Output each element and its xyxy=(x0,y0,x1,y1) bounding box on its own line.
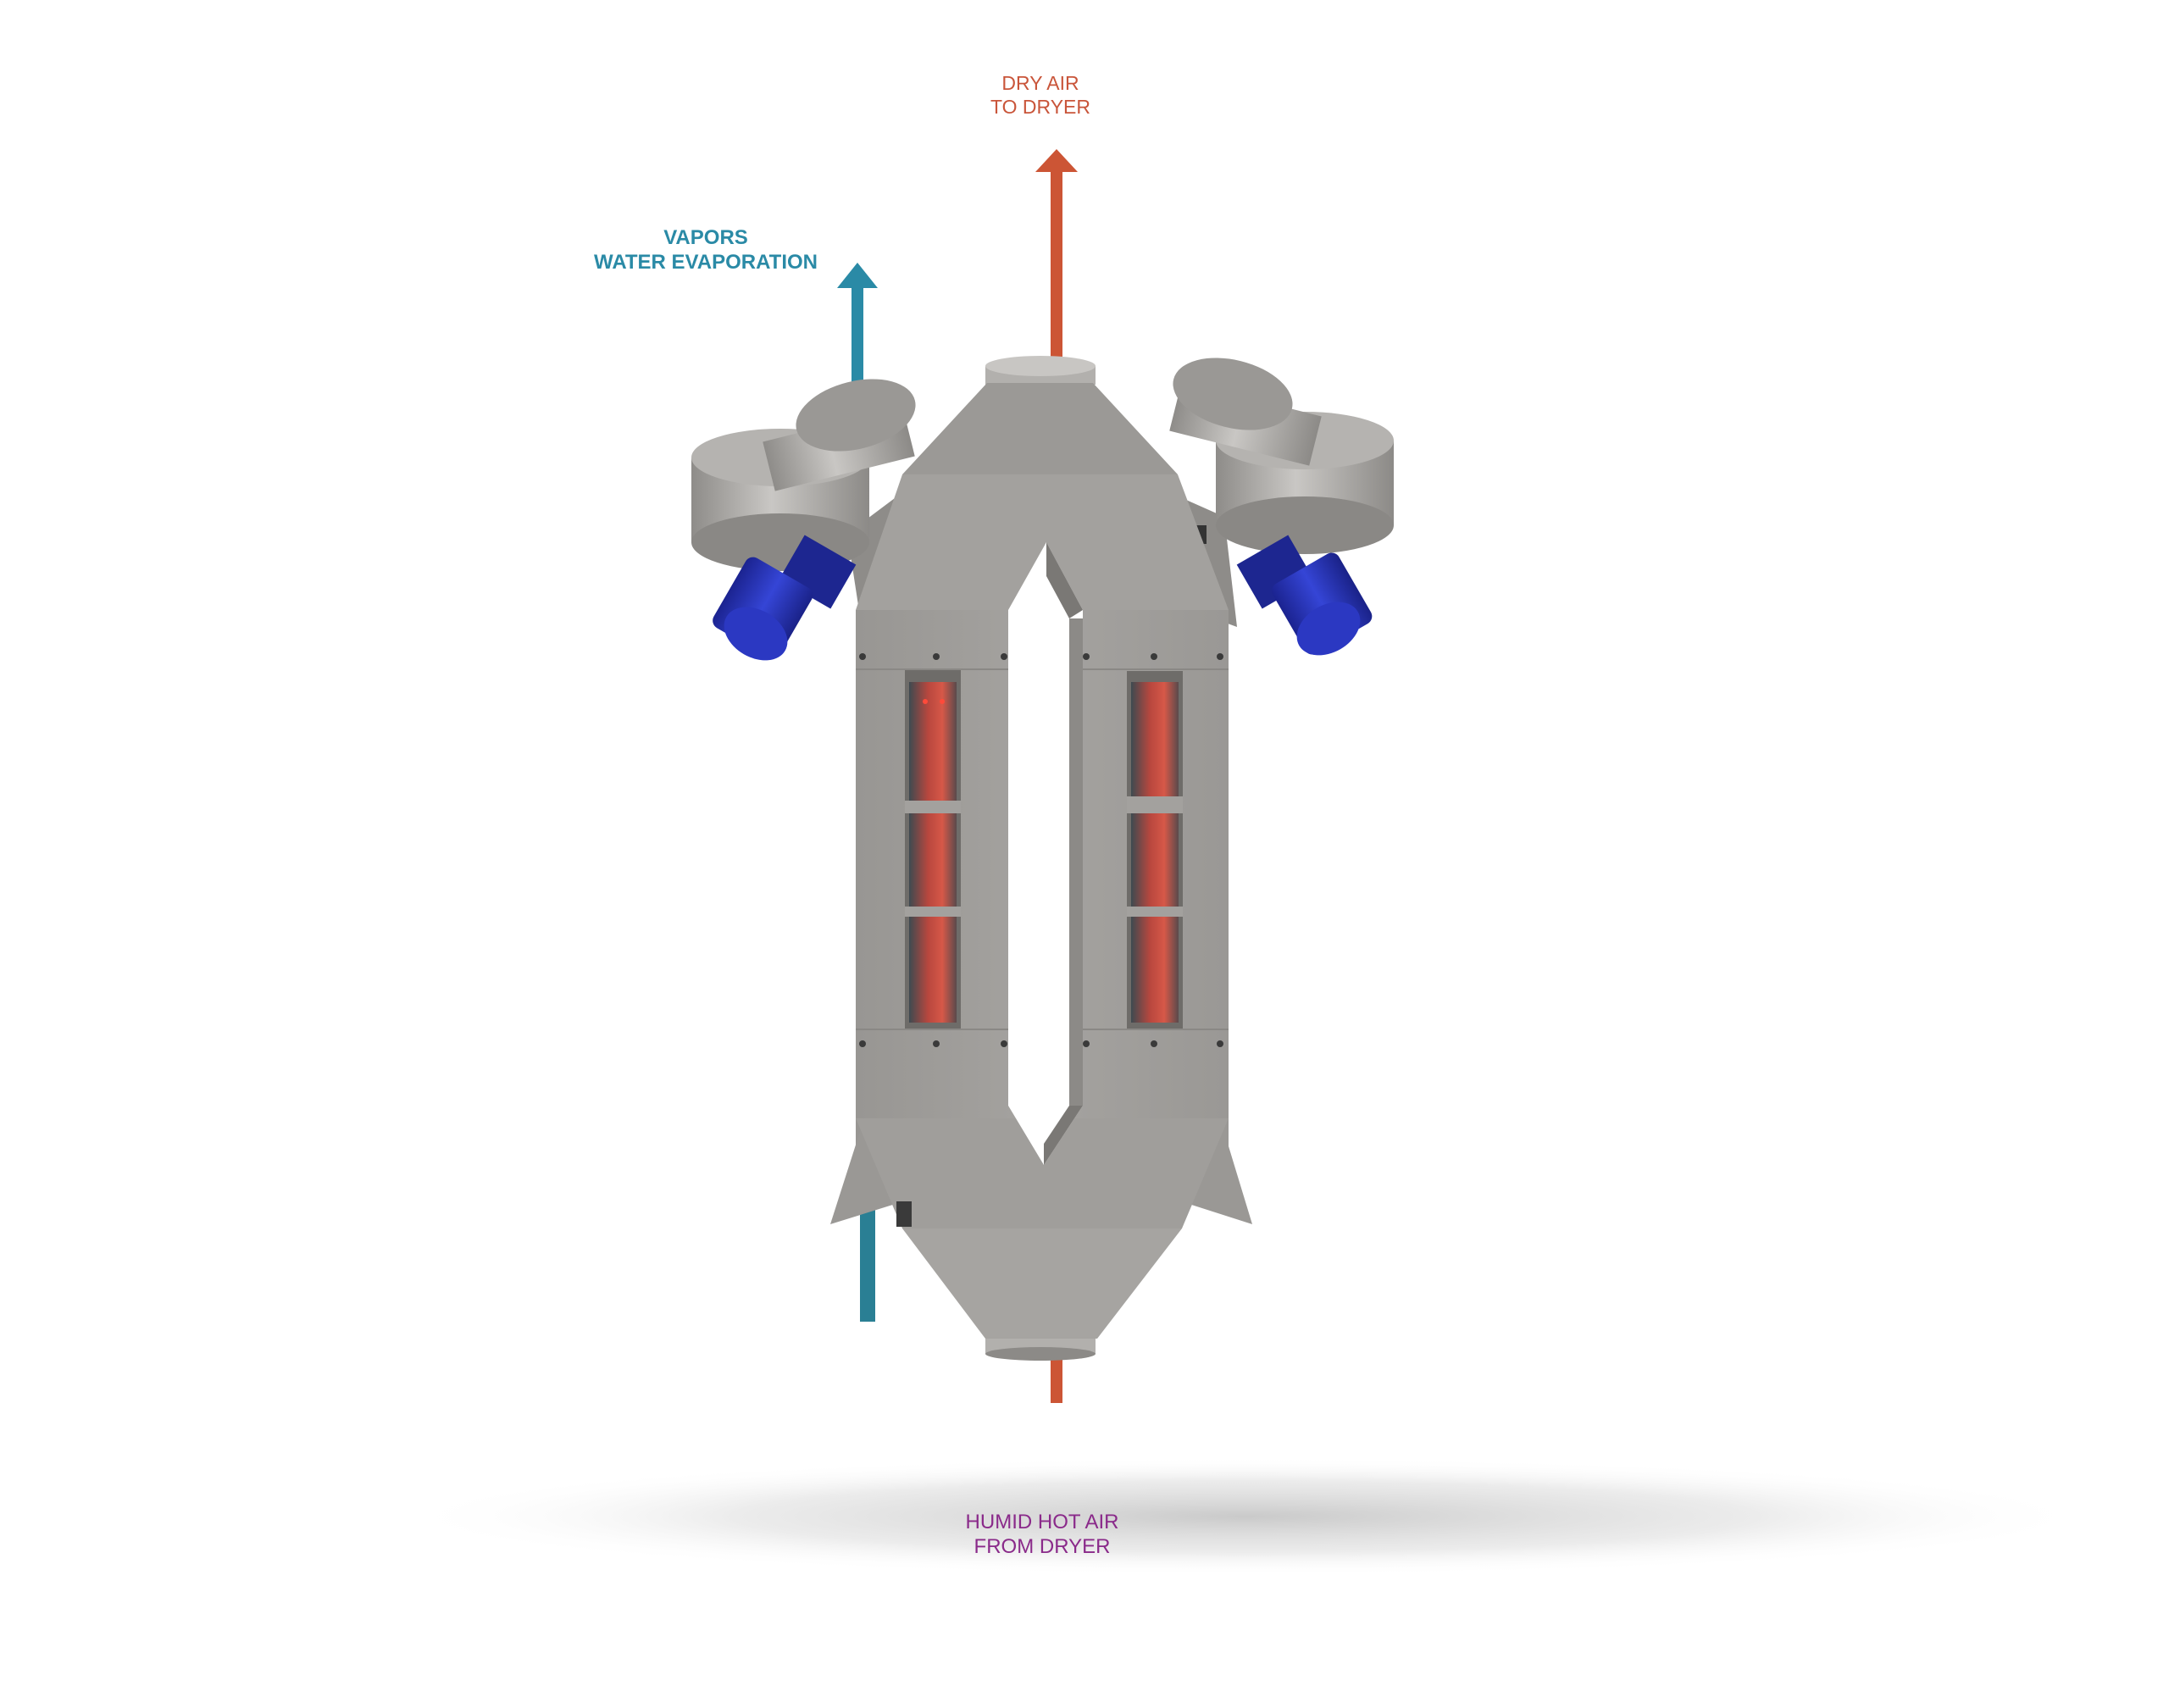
floor-shadow xyxy=(398,1457,2093,1576)
vapors-label-line1: VAPORS xyxy=(663,226,748,249)
humid-air-label-line1: HUMID HOT AIR xyxy=(965,1511,1119,1533)
vapor-drain-pipe xyxy=(860,1203,875,1322)
left-heater-window xyxy=(905,669,961,1029)
panel-bolts xyxy=(859,653,1223,1047)
humid-air-label: HUMID HOT AIR FROM DRYER xyxy=(915,1510,1169,1560)
vapors-label-line2: WATER EVAPORATION xyxy=(594,251,818,274)
humid-air-label-line2: FROM DRYER xyxy=(974,1535,1111,1559)
central-opening xyxy=(1008,542,1083,1165)
right-motor xyxy=(1236,535,1373,656)
dry-air-label-line2: TO DRYER xyxy=(990,96,1090,119)
vapors-label: VAPORS WATER EVAPORATION xyxy=(559,225,852,275)
right-heater-window xyxy=(1127,671,1183,1029)
dry-air-label: DRY AIR TO DRYER xyxy=(956,71,1125,119)
dry-air-arrow xyxy=(1035,149,1078,373)
dry-air-label-line1: DRY AIR xyxy=(1001,72,1079,94)
humid-air-inlet-arrow xyxy=(1051,1347,1062,1403)
left-motor xyxy=(713,535,857,661)
right-fan xyxy=(1169,358,1394,627)
panel-seams xyxy=(856,668,1229,1030)
